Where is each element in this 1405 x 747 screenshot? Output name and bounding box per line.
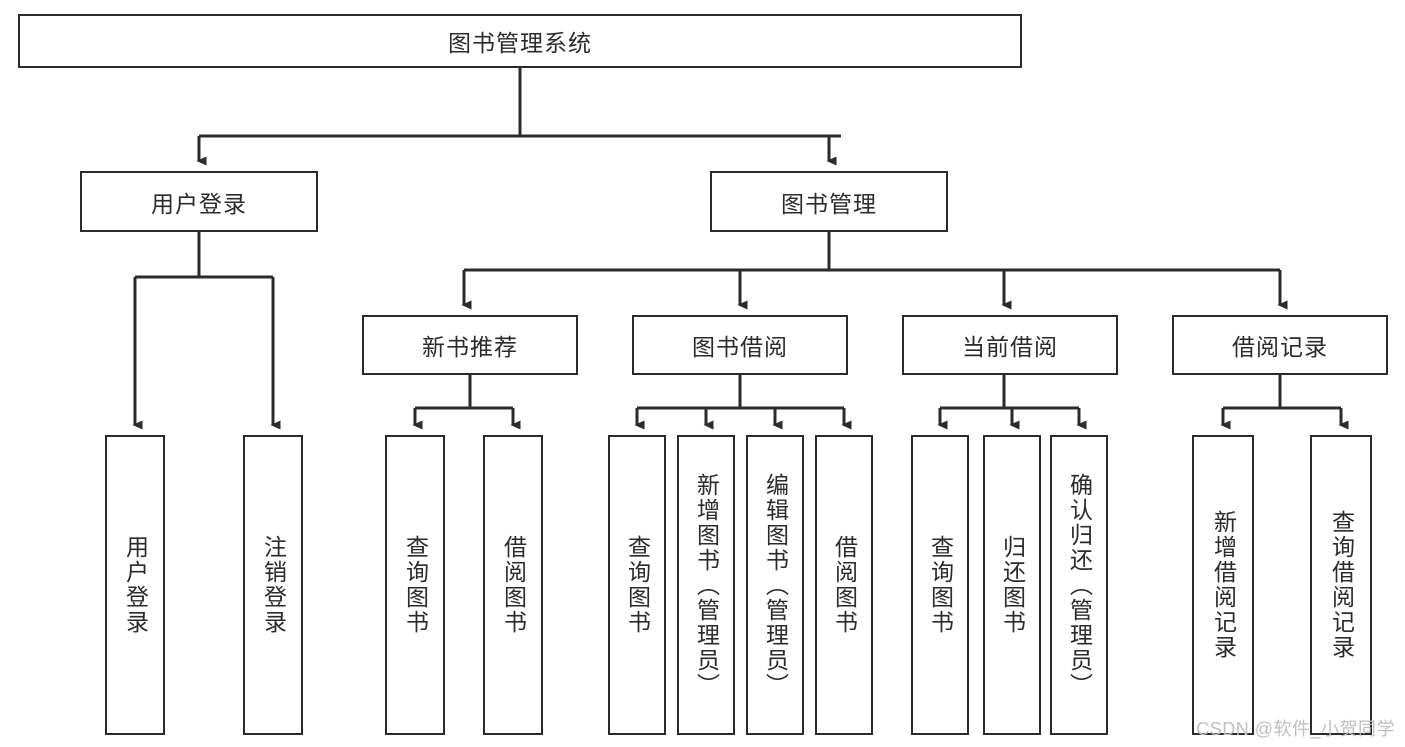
node-leaf-query-record-label: 查询借阅记录 — [1328, 510, 1355, 660]
node-book-manage-label: 图书管理 — [781, 190, 877, 217]
node-leaf-confirm-return-label: 确认归还（管理员） — [1066, 472, 1093, 698]
node-leaf-borrow-book-rec-label: 借阅图书 — [500, 535, 527, 635]
node-leaf-return-book-label: 归还图书 — [999, 535, 1026, 635]
node-leaf-edit-book-label: 编辑图书（管理员） — [762, 472, 789, 698]
node-user-login-label: 用户登录 — [151, 190, 247, 217]
node-leaf-user-login[interactable]: 用户登录 — [105, 435, 165, 735]
node-leaf-query-book-cur[interactable]: 查询图书 — [911, 435, 969, 735]
node-leaf-query-book-borrow-label: 查询图书 — [624, 535, 651, 635]
node-current-borrow-label: 当前借阅 — [962, 334, 1058, 360]
node-current-borrow[interactable]: 当前借阅 — [902, 315, 1118, 375]
node-leaf-query-book-rec-label: 查询图书 — [402, 535, 429, 635]
node-leaf-borrow-book-rec[interactable]: 借阅图书 — [483, 435, 543, 735]
node-leaf-query-record[interactable]: 查询借阅记录 — [1310, 435, 1372, 735]
node-leaf-logout[interactable]: 注销登录 — [243, 435, 303, 735]
node-leaf-borrow-book-label: 借阅图书 — [831, 535, 858, 635]
node-leaf-confirm-return[interactable]: 确认归还（管理员） — [1050, 435, 1108, 735]
node-leaf-borrow-book[interactable]: 借阅图书 — [815, 435, 873, 735]
node-leaf-add-book[interactable]: 新增图书（管理员） — [677, 435, 735, 735]
node-new-book-rec-label: 新书推荐 — [422, 334, 518, 360]
node-leaf-user-login-label: 用户登录 — [122, 535, 149, 635]
node-book-manage[interactable]: 图书管理 — [710, 171, 948, 232]
node-user-login[interactable]: 用户登录 — [80, 171, 318, 232]
node-leaf-add-record[interactable]: 新增借阅记录 — [1192, 435, 1254, 735]
node-leaf-query-book-rec[interactable]: 查询图书 — [385, 435, 445, 735]
node-leaf-query-book-borrow[interactable]: 查询图书 — [608, 435, 666, 735]
node-borrow-record-label: 借阅记录 — [1232, 334, 1328, 360]
node-leaf-query-book-cur-label: 查询图书 — [927, 535, 954, 635]
node-leaf-return-book[interactable]: 归还图书 — [983, 435, 1041, 735]
node-book-borrow-label: 图书借阅 — [692, 334, 788, 360]
node-leaf-edit-book[interactable]: 编辑图书（管理员） — [746, 435, 804, 735]
node-root[interactable]: 图书管理系统 — [18, 14, 1022, 68]
node-root-label: 图书管理系统 — [448, 30, 592, 56]
node-borrow-record[interactable]: 借阅记录 — [1172, 315, 1388, 375]
node-leaf-add-book-label: 新增图书（管理员） — [693, 472, 720, 698]
node-new-book-rec[interactable]: 新书推荐 — [362, 315, 578, 375]
node-leaf-logout-label: 注销登录 — [260, 535, 287, 635]
watermark: CSDN @软件_小贺同学 — [1196, 719, 1395, 739]
node-leaf-add-record-label: 新增借阅记录 — [1210, 510, 1237, 660]
node-book-borrow[interactable]: 图书借阅 — [632, 315, 848, 375]
